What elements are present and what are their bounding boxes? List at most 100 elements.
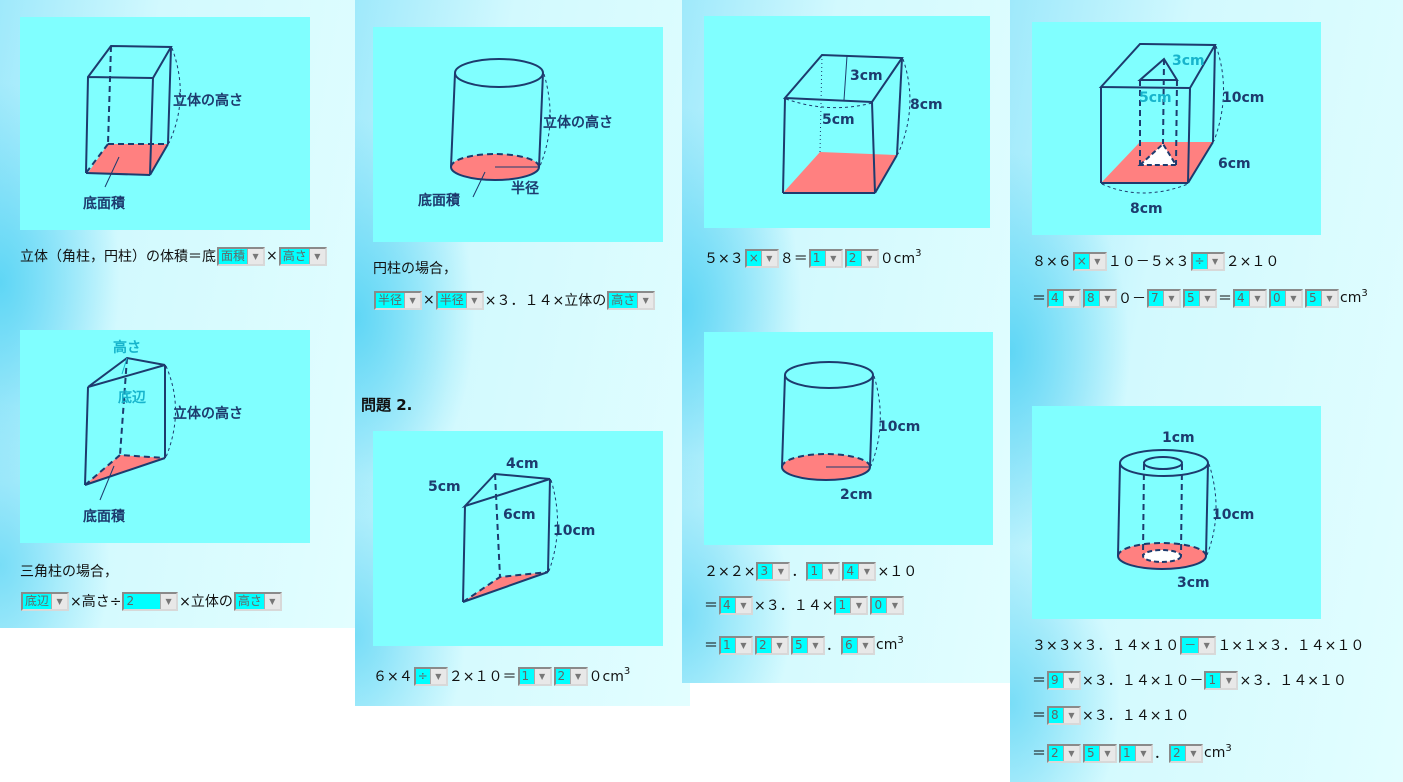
chevron-down-icon[interactable]: ▼ bbox=[1163, 290, 1179, 306]
chevron-down-icon[interactable]: ▼ bbox=[569, 668, 586, 684]
answer-dropdown[interactable]: 1▼ bbox=[1204, 670, 1239, 690]
chevron-down-icon[interactable]: ▼ bbox=[1249, 290, 1265, 306]
answer-dropdown[interactable]: 高さ▼ bbox=[278, 246, 327, 266]
chevron-down-icon[interactable]: ▼ bbox=[1321, 290, 1337, 306]
chevron-down-icon[interactable]: ▼ bbox=[1135, 745, 1151, 761]
answer-dropdown[interactable]: ×▼ bbox=[744, 248, 779, 268]
answer-dropdown[interactable]: 4▼ bbox=[719, 595, 753, 615]
answer-dropdown[interactable]: 5▼ bbox=[791, 635, 825, 655]
answer-dropdown[interactable]: 9▼ bbox=[1047, 670, 1081, 690]
chevron-down-icon[interactable]: ▼ bbox=[1063, 745, 1079, 761]
answer-dropdown[interactable]: 4▼ bbox=[842, 561, 877, 581]
dropdown-value: 4 bbox=[721, 597, 735, 613]
formula-cylinder-step2: ＝4▼×３．１４×1▼0▼ bbox=[704, 595, 905, 615]
answer-dropdown[interactable]: ÷▼ bbox=[1190, 251, 1225, 271]
chevron-down-icon[interactable]: ▼ bbox=[860, 250, 877, 266]
formula-text: ＝ bbox=[704, 598, 718, 614]
answer-dropdown[interactable]: 2 ▼ bbox=[122, 591, 179, 611]
answer-dropdown[interactable]: 1▼ bbox=[1119, 743, 1153, 763]
answer-dropdown[interactable]: 2▼ bbox=[1169, 743, 1203, 763]
chevron-down-icon[interactable]: ▼ bbox=[1185, 745, 1201, 761]
answer-dropdown[interactable]: 5▼ bbox=[1305, 288, 1339, 308]
chevron-down-icon[interactable]: ▼ bbox=[465, 292, 482, 308]
chevron-down-icon[interactable]: ▼ bbox=[51, 593, 68, 609]
answer-dropdown[interactable]: 1▼ bbox=[719, 635, 753, 655]
answer-dropdown[interactable]: ×▼ bbox=[1072, 251, 1107, 271]
dropdown-value: 1 bbox=[721, 637, 735, 653]
dropdown-value: 2 bbox=[124, 593, 161, 609]
chevron-down-icon[interactable]: ▼ bbox=[1088, 253, 1105, 269]
chevron-down-icon[interactable]: ▼ bbox=[1099, 745, 1115, 761]
answer-dropdown[interactable]: 面積▼ bbox=[217, 246, 266, 266]
answer-dropdown[interactable]: 3▼ bbox=[756, 561, 791, 581]
chevron-down-icon[interactable]: ▼ bbox=[857, 637, 873, 653]
chevron-down-icon[interactable]: ▼ bbox=[263, 593, 280, 609]
chevron-down-icon[interactable]: ▼ bbox=[429, 668, 446, 684]
chevron-down-icon[interactable]: ▼ bbox=[850, 597, 867, 613]
answer-dropdown[interactable]: 7▼ bbox=[1147, 288, 1181, 308]
answer-dropdown[interactable]: 高さ▼ bbox=[233, 591, 282, 611]
dropdown-value: 1 bbox=[1206, 672, 1221, 688]
chevron-down-icon[interactable]: ▼ bbox=[824, 250, 841, 266]
chevron-down-icon[interactable]: ▼ bbox=[858, 563, 875, 579]
label-depth: 6cm bbox=[1218, 156, 1251, 172]
chevron-down-icon[interactable]: ▼ bbox=[1063, 290, 1079, 306]
answer-dropdown[interactable]: ÷▼ bbox=[413, 666, 448, 686]
answer-dropdown[interactable]: 0▼ bbox=[870, 595, 905, 615]
dropdown-value: 5 bbox=[793, 637, 807, 653]
formula-text: ＝ bbox=[1032, 673, 1046, 689]
answer-dropdown[interactable]: －▼ bbox=[1180, 635, 1217, 655]
answer-dropdown[interactable]: 0▼ bbox=[1269, 288, 1303, 308]
chevron-down-icon[interactable]: ▼ bbox=[760, 250, 777, 266]
answer-dropdown[interactable]: 1▼ bbox=[834, 595, 869, 615]
chevron-down-icon[interactable]: ▼ bbox=[1199, 290, 1215, 306]
chevron-down-icon[interactable]: ▼ bbox=[735, 597, 751, 613]
answer-dropdown[interactable]: 8▼ bbox=[1047, 705, 1081, 725]
dropdown-value: 4 bbox=[1235, 290, 1249, 306]
chevron-down-icon[interactable]: ▼ bbox=[247, 248, 264, 264]
answer-dropdown[interactable]: 8▼ bbox=[1083, 288, 1117, 308]
dropdown-value: 1 bbox=[808, 563, 823, 579]
chevron-down-icon[interactable]: ▼ bbox=[807, 637, 823, 653]
formula-text: ＝ bbox=[1032, 708, 1046, 724]
chevron-down-icon[interactable]: ▼ bbox=[1285, 290, 1301, 306]
answer-dropdown[interactable]: 1▼ bbox=[808, 248, 843, 268]
answer-dropdown[interactable]: 2▼ bbox=[844, 248, 879, 268]
chevron-down-icon[interactable]: ▼ bbox=[637, 292, 654, 308]
dropdown-value: 0 bbox=[1271, 290, 1285, 306]
answer-dropdown[interactable]: 2▼ bbox=[553, 666, 588, 686]
answer-dropdown[interactable]: 1▼ bbox=[517, 666, 552, 686]
answer-dropdown[interactable]: 高さ▼ bbox=[607, 290, 656, 310]
chevron-down-icon[interactable]: ▼ bbox=[533, 668, 550, 684]
answer-dropdown[interactable]: 2▼ bbox=[755, 635, 789, 655]
answer-dropdown[interactable]: 底辺▼ bbox=[21, 591, 70, 611]
chevron-down-icon[interactable]: ▼ bbox=[735, 637, 751, 653]
answer-dropdown[interactable]: 1▼ bbox=[806, 561, 841, 581]
chevron-down-icon[interactable]: ▼ bbox=[1063, 672, 1079, 688]
label-base-area: 底面積 bbox=[83, 508, 126, 525]
formula-hollow-step3: ＝8▼×３．１４×１０ bbox=[1032, 705, 1189, 725]
answer-dropdown[interactable]: 5▼ bbox=[1083, 743, 1117, 763]
answer-dropdown[interactable]: 6▼ bbox=[841, 635, 875, 655]
answer-dropdown[interactable]: 半径▼ bbox=[374, 290, 423, 310]
answer-dropdown[interactable]: 4▼ bbox=[1047, 288, 1081, 308]
chevron-down-icon[interactable]: ▼ bbox=[1206, 253, 1223, 269]
chevron-down-icon[interactable]: ▼ bbox=[886, 597, 903, 613]
chevron-down-icon[interactable]: ▼ bbox=[160, 593, 177, 609]
chevron-down-icon[interactable]: ▼ bbox=[308, 248, 325, 264]
chevron-down-icon[interactable]: ▼ bbox=[771, 637, 787, 653]
column-2: 立体の高さ 半径 底面積 円柱の場合， 半径▼×半径▼×３．１４×立体の高さ▼ … bbox=[355, 0, 690, 706]
chevron-down-icon[interactable]: ▼ bbox=[822, 563, 839, 579]
chevron-down-icon[interactable]: ▼ bbox=[1063, 707, 1079, 723]
chevron-down-icon[interactable]: ▼ bbox=[404, 292, 421, 308]
chevron-down-icon[interactable]: ▼ bbox=[1198, 637, 1215, 653]
answer-dropdown[interactable]: 半径▼ bbox=[435, 290, 484, 310]
chevron-down-icon[interactable]: ▼ bbox=[1099, 290, 1115, 306]
answer-dropdown[interactable]: 4▼ bbox=[1233, 288, 1267, 308]
answer-dropdown[interactable]: 2▼ bbox=[1047, 743, 1081, 763]
superscript: 3 bbox=[915, 247, 922, 259]
answer-dropdown[interactable]: 5▼ bbox=[1183, 288, 1217, 308]
chevron-down-icon[interactable]: ▼ bbox=[1220, 672, 1237, 688]
chevron-down-icon[interactable]: ▼ bbox=[772, 563, 789, 579]
